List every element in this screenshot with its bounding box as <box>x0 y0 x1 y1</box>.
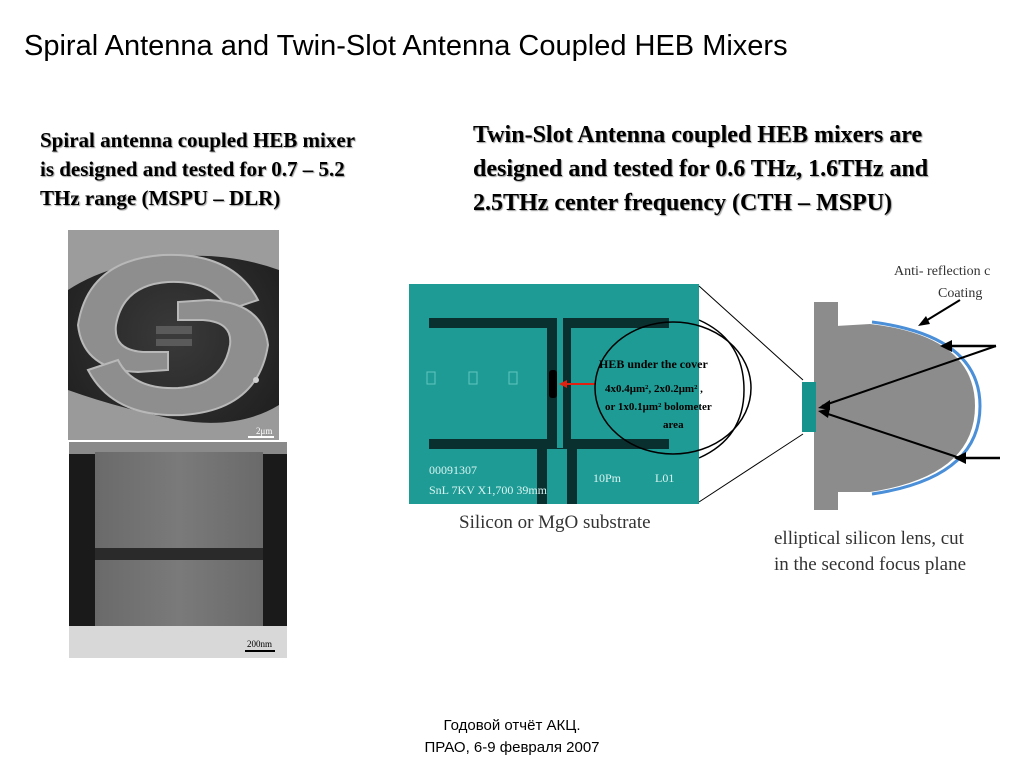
spiral-description-line: Spiral antenna coupled HEB mixer <box>40 128 356 152</box>
callout-line-3: or 1x0.1μm² bolometer <box>605 401 712 413</box>
spiral-scale-label: 2μm <box>256 426 272 436</box>
twin-slot-description-line: designed and tested for 0.6 THz, 1.6THz … <box>473 156 929 182</box>
readout-scale: 10Pm <box>593 471 622 485</box>
lens-caption-line: elliptical silicon lens, cut <box>774 528 964 549</box>
callout-line-4: area <box>663 419 684 431</box>
mixer-chip <box>802 382 816 432</box>
spiral-description-line: THz range (MSPU – DLR) <box>40 186 281 210</box>
footer-line: ПРАО, 6-9 февраля 2007 <box>424 739 600 756</box>
substrate-caption: Silicon or MgO substrate <box>459 512 651 533</box>
slide-footer: Годовой отчёт АКЦ. ПРАО, 6-9 февраля 200… <box>380 715 644 759</box>
readout-id: 00091307 <box>429 463 477 477</box>
connector-lines <box>698 285 804 503</box>
twin-slot-description-line: 2.5THz center frequency (CTH – MSPU) <box>473 190 893 216</box>
coating-label-line-2: Coating <box>938 286 982 301</box>
lens-diagram: Anti- reflection c Coating <box>802 264 1000 510</box>
spiral-description-line: is designed and tested for 0.7 – 5.2 <box>40 157 345 181</box>
lens-caption: elliptical silicon lens, cut in the seco… <box>774 526 966 578</box>
readout-code: L01 <box>655 471 674 485</box>
twin-slot-antenna-image: 00091307 SnL 7KV X1,700 39mm 10Pm L01 HE… <box>409 284 752 504</box>
callout-line-1: HEB under the cover <box>599 357 708 371</box>
anti-reflection-coating <box>871 320 982 496</box>
bridge-sem-image: 200nm <box>69 442 287 658</box>
readout-bottom: SnL 7KV X1,700 39mm <box>429 483 548 497</box>
callout-ellipse-edge <box>698 319 745 459</box>
slide-title: Spiral Antenna and Twin-Slot Antenna Cou… <box>24 30 788 62</box>
footer-line: Годовой отчёт АКЦ. <box>443 717 581 734</box>
lens-caption-line: in the second focus plane <box>774 554 967 575</box>
twin-slot-description: Twin-Slot Antenna coupled HEB mixers are… <box>473 118 1023 220</box>
bridge-scale-label: 200nm <box>247 639 272 649</box>
callout-line-2: 4x0.4μm², 2x0.2μm² , <box>605 383 703 395</box>
spiral-antenna-sem-image: 2μm <box>68 230 279 440</box>
twin-slot-description-line: Twin-Slot Antenna coupled HEB mixers are <box>473 122 923 148</box>
spiral-description: Spiral antenna coupled HEB mixer is desi… <box>40 126 440 213</box>
coating-label-line-1: Anti- reflection c <box>894 264 990 279</box>
